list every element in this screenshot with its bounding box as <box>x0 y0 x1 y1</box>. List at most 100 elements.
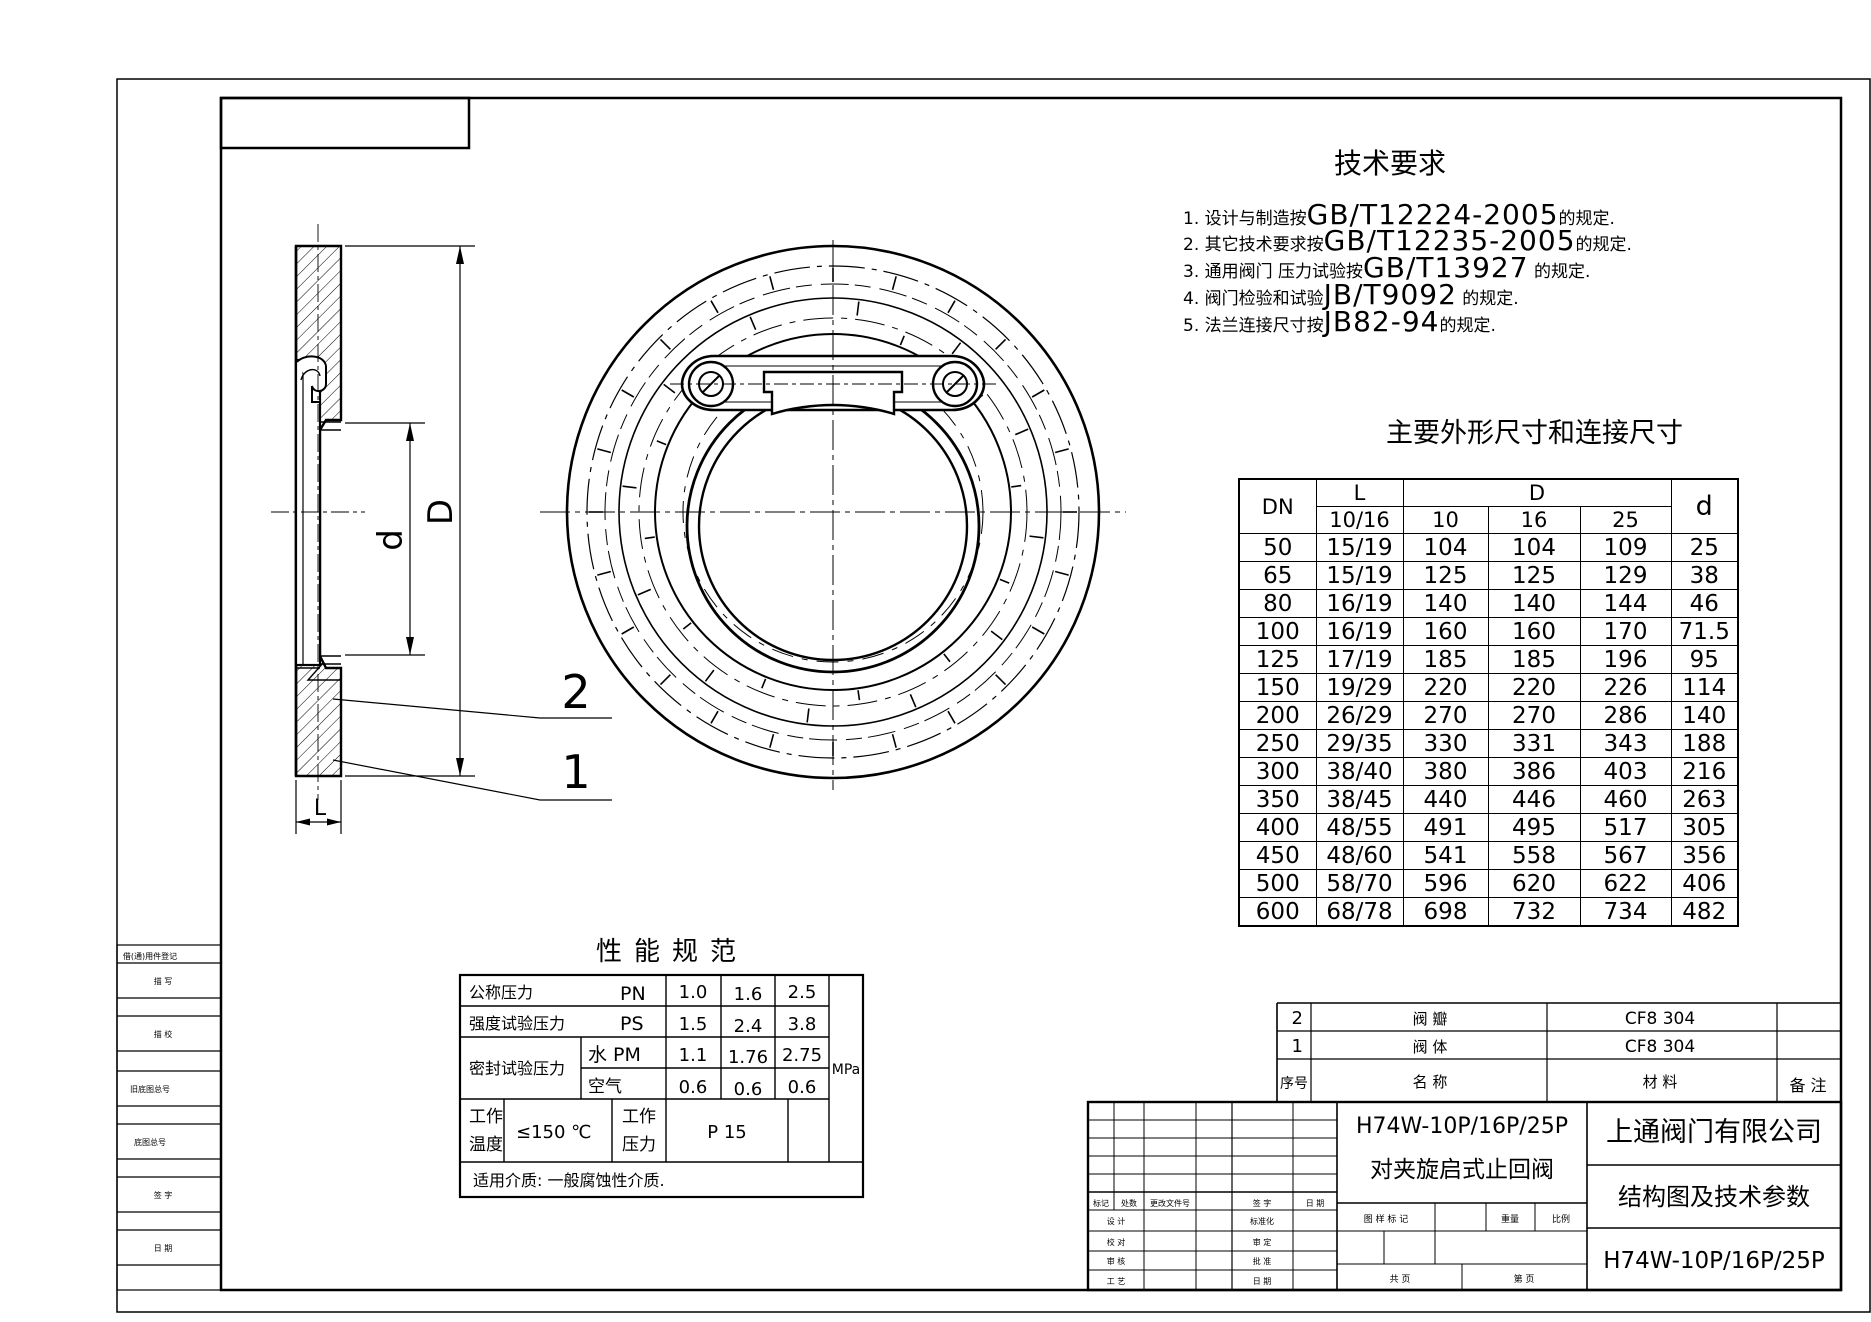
cell-d16: 270 <box>1487 701 1581 730</box>
cell-d25: 517 <box>1579 813 1672 842</box>
cell-d: 95 <box>1670 645 1739 674</box>
cell-l: 38/40 <box>1315 757 1404 786</box>
ps-value: 2.4 <box>734 1016 763 1037</box>
cell-d25: 109 <box>1579 533 1672 562</box>
tech-requirement-line: 4. 阀门检验和试验JB/T9092 的规定. <box>1183 278 1519 311</box>
cell-dn: 450 <box>1238 841 1317 870</box>
cell-d: 114 <box>1670 673 1739 702</box>
dim-label-d: d <box>371 529 411 551</box>
cell-d: 38 <box>1670 561 1739 590</box>
cell-d16: 160 <box>1487 617 1581 646</box>
pressure-unit: MPa <box>832 1062 860 1078</box>
cell-d25: 129 <box>1579 561 1672 590</box>
tech-requirement-suffix: 的规定. <box>1575 235 1632 255</box>
performance-table-grid <box>458 973 865 1199</box>
cell-l: 68/78 <box>1315 897 1404 927</box>
header-d10: 10 <box>1402 506 1489 534</box>
parts-header-material: 材 料 <box>1643 1073 1678 1091</box>
cell-l: 38/45 <box>1315 785 1404 814</box>
cell-l: 15/19 <box>1315 561 1404 590</box>
header-l-sub: 10/16 <box>1315 506 1404 534</box>
title-block-text: 标记 处数 更改文件号 签 字 日 期 设 计 校 对 审 核 工 艺 标准化 … <box>1093 1114 1825 1286</box>
tech-requirement-prefix: 5. 法兰连接尺寸按 <box>1183 316 1324 336</box>
cell-d16: 620 <box>1487 869 1581 898</box>
rev-header: 日 期 <box>1306 1199 1325 1208</box>
cell-dn: 80 <box>1238 589 1317 618</box>
approval-label: 批 准 <box>1253 1256 1272 1266</box>
cell-l: 26/29 <box>1315 701 1404 730</box>
cell-d16: 446 <box>1487 785 1581 814</box>
part-no: 2 <box>1292 1008 1303 1029</box>
work-temp-label: 工作 <box>469 1107 503 1127</box>
tech-requirement-suffix: 的规定. <box>1456 289 1519 309</box>
nominal-pressure-label: 公称压力 <box>469 983 533 1002</box>
side-strip-label: 底图总号 <box>134 1137 166 1147</box>
cell-l: 16/19 <box>1315 589 1404 618</box>
cell-d10: 698 <box>1402 897 1489 927</box>
part-label-1: 1 <box>561 745 590 799</box>
company-name: 上通阀门有限公司 <box>1606 1117 1822 1148</box>
cell-d10: 330 <box>1402 729 1489 758</box>
tech-requirement-prefix: 2. 其它技术要求按 <box>1183 235 1324 255</box>
cell-d: 356 <box>1670 841 1739 870</box>
cell-d25: 734 <box>1579 897 1672 927</box>
cell-l: 15/19 <box>1315 533 1404 562</box>
pn-value: 1.6 <box>734 984 763 1005</box>
title-block-grid <box>1086 1100 1843 1292</box>
cell-d25: 460 <box>1579 785 1672 814</box>
cell-l: 17/19 <box>1315 645 1404 674</box>
cell-d16: 732 <box>1487 897 1581 927</box>
cell-d16: 125 <box>1487 561 1581 590</box>
cell-d10: 125 <box>1402 561 1489 590</box>
cell-d: 305 <box>1670 813 1739 842</box>
air-value: 0.6 <box>679 1077 708 1098</box>
work-press-label: 压力 <box>622 1135 656 1155</box>
side-section-view: D d L 2 1 <box>271 224 612 834</box>
cell-l: 58/70 <box>1315 869 1404 898</box>
sheet-total: 共 页 <box>1390 1274 1411 1285</box>
cell-d10: 440 <box>1402 785 1489 814</box>
cell-d16: 104 <box>1487 533 1581 562</box>
cell-d: 482 <box>1670 897 1739 927</box>
approval-label: 审 核 <box>1107 1256 1126 1266</box>
cell-d: 71.5 <box>1670 617 1739 646</box>
cell-dn: 125 <box>1238 645 1317 674</box>
tech-requirement-line: 5. 法兰连接尺寸按JB82-94的规定. <box>1183 305 1496 338</box>
parts-list-text: 2 阀 瓣 CF8 304 1 阀 体 CF8 304 序号 名 称 材 料 备… <box>1280 1008 1827 1095</box>
pm-value: 2.75 <box>782 1045 822 1066</box>
tech-requirement-prefix: 4. 阀门检验和试验 <box>1183 289 1324 309</box>
cell-d16: 558 <box>1487 841 1581 870</box>
cell-d16: 185 <box>1487 645 1581 674</box>
side-strip-label: 描 校 <box>154 1029 173 1039</box>
work-press-value: P 15 <box>707 1122 746 1143</box>
ps-value: 3.8 <box>788 1014 817 1035</box>
cell-l: 19/29 <box>1315 673 1404 702</box>
cell-d10: 140 <box>1402 589 1489 618</box>
ps-label: PS <box>620 1013 644 1035</box>
cell-l: 29/35 <box>1315 729 1404 758</box>
side-strip-label: 描 写 <box>154 976 173 986</box>
stage-header: 重量 <box>1501 1213 1519 1225</box>
part-name: 阀 体 <box>1413 1038 1448 1056</box>
cell-d25: 144 <box>1579 589 1672 618</box>
tech-requirement-line: 1. 设计与制造按GB/T12224-2005的规定. <box>1183 198 1615 231</box>
rev-header: 标记 <box>1093 1198 1109 1208</box>
seal-test-label: 密封试验压力 <box>469 1059 565 1078</box>
cell-d25: 170 <box>1579 617 1672 646</box>
parts-header-name: 名 称 <box>1413 1073 1448 1091</box>
cell-d16: 331 <box>1487 729 1581 758</box>
cell-dn: 400 <box>1238 813 1317 842</box>
dim-label-L: L <box>314 796 327 821</box>
side-strip-grid <box>116 944 222 1291</box>
part-material: CF8 304 <box>1625 1037 1695 1057</box>
